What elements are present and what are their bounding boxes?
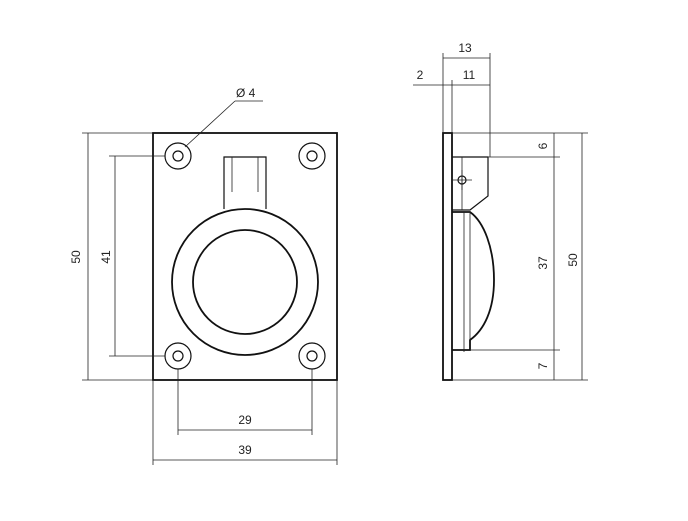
dim-side-height-total: 50 [566, 133, 583, 380]
dim-side-thickness: 2 11 [413, 68, 490, 86]
dim-side-depth-total-label: 13 [458, 41, 472, 55]
dim-front-height-total: 50 [69, 132, 153, 381]
dim-front-width-total: 39 [152, 380, 338, 465]
dim-side-middle-span-label: 37 [536, 256, 550, 270]
front-view: Ø 4 50 41 29 39 [69, 86, 338, 465]
side-plate [442, 132, 453, 381]
screw-hole-bottom-left [164, 342, 192, 370]
dim-side-bottom-offset-label: 7 [536, 362, 550, 369]
hole-diameter-label: Ø 4 [236, 86, 256, 100]
screw-hole-top-right [298, 142, 326, 170]
dim-side-middle-span: 37 [536, 157, 555, 350]
dim-front-width-holes: 29 [177, 369, 313, 435]
dim-side-top-offset-label: 6 [536, 142, 550, 149]
dim-side-thickness-label: 2 [417, 68, 424, 82]
screw-hole-top-left [164, 142, 192, 170]
dim-side-depth-total: 13 [443, 41, 490, 59]
dim-front-width-holes-label: 29 [238, 413, 252, 427]
dim-side-ring-depth-label: 11 [463, 68, 476, 82]
screw-hole-bottom-right [298, 342, 326, 370]
dim-front-height-holes: 41 [99, 155, 165, 357]
dim-front-width-total-label: 39 [238, 443, 252, 457]
side-view: 13 2 11 6 37 7 50 [413, 41, 588, 381]
dim-front-height-total-label: 50 [69, 250, 83, 264]
front-plate [152, 132, 338, 381]
side-ring [452, 211, 495, 352]
pull-ring [171, 208, 319, 356]
dim-side-bottom-offset: 7 [536, 350, 555, 380]
dim-side-top-offset: 6 [536, 133, 555, 157]
hole-diameter-callout: Ø 4 [184, 86, 263, 148]
side-bracket [452, 156, 489, 211]
ring-bracket [223, 156, 267, 209]
dim-front-height-holes-label: 41 [99, 250, 113, 264]
dim-side-height-total-label: 50 [566, 253, 580, 267]
